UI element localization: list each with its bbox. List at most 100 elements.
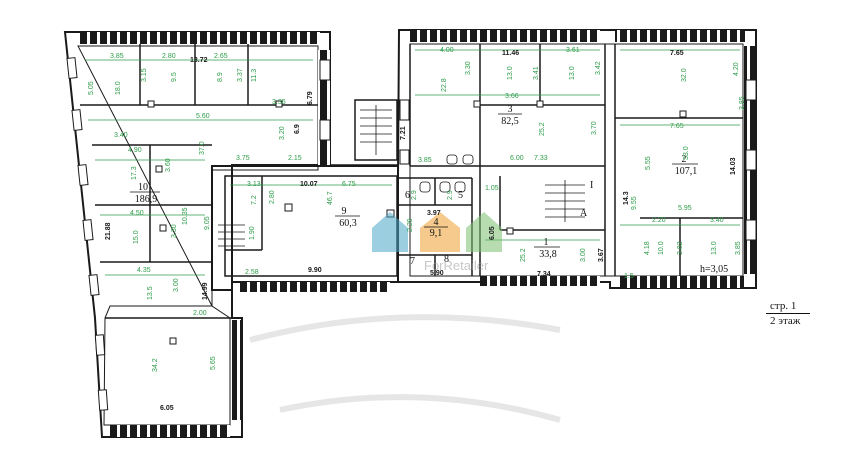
dimension-label: 7.65: [670, 50, 684, 57]
dimension-label: 13.72: [190, 57, 208, 64]
dimension-label: 3.85: [418, 157, 432, 164]
stair-marker-a: A: [580, 208, 588, 219]
dimension-label: 14.03: [730, 157, 737, 175]
dimension-label: 2.80: [162, 53, 176, 60]
dimension-label: 5.60: [196, 113, 210, 120]
dimension-label: 33.0: [683, 146, 690, 160]
faint-background-sketch: [249, 314, 561, 423]
dimension-label: 6.05: [489, 226, 496, 240]
watermark-text: ForRetailer: [424, 258, 489, 273]
dimension-label: 1.90: [249, 226, 256, 240]
dimension-label: 14.99: [202, 282, 209, 300]
dimension-label: 3.15: [141, 68, 148, 82]
dimension-label: 3.30: [465, 61, 472, 75]
dimension-label: 46.7: [327, 191, 334, 205]
dimension-label: 3.13: [247, 181, 261, 188]
dimension-label: 8.9: [217, 72, 224, 82]
dimension-label: 6.9: [294, 124, 301, 134]
dimension-label: 2.15: [288, 155, 302, 162]
dimension-label: 3.85: [739, 96, 746, 110]
dimension-label: 25.2: [539, 122, 546, 136]
dimension-label: 3.00: [580, 248, 587, 262]
dimension-label: 2.20: [652, 217, 666, 224]
dimension-label: 4.18: [644, 241, 651, 255]
room-3-area: 82,5: [501, 116, 519, 127]
dimension-label: 25.2: [520, 248, 527, 262]
dimension-label: 7.21: [400, 126, 407, 140]
dimension-label: 3.66: [505, 93, 519, 100]
room-2-number: 2: [682, 154, 687, 165]
dimension-label: 13.0: [711, 241, 718, 255]
dimension-label: 9.05: [204, 216, 211, 230]
dimension-label: 3.37: [237, 68, 244, 82]
dimension-label: 17.3: [131, 166, 138, 180]
sheet-number: стр. 1: [770, 300, 797, 312]
dimension-label: 3.41: [533, 66, 540, 80]
caption-divider: [766, 313, 810, 314]
dimension-label: 2.58: [245, 269, 259, 276]
dimension-label: 7.34: [537, 271, 551, 278]
dimension-label: 3.85: [735, 241, 742, 255]
room-9-number: 9: [342, 206, 347, 217]
dimension-label: 3.30: [171, 224, 178, 238]
dimension-label: 2.80: [269, 190, 276, 204]
dimension-label: 3.67: [598, 248, 605, 262]
dimension-label: 3.00: [173, 278, 180, 292]
wc-fixtures: [419, 154, 474, 193]
room-10-area: 186,9: [135, 194, 158, 205]
dimension-label: 9.90: [308, 267, 322, 274]
dimension-label: 2.29: [407, 218, 414, 232]
dimension-label: 4.00: [440, 47, 454, 54]
dimension-label: 10.35: [182, 207, 189, 225]
dimension-label: 37.0: [199, 141, 206, 155]
dimension-label: 2.9: [411, 190, 418, 200]
dimension-label: 2.65: [214, 53, 228, 60]
dimension-label: 3.75: [236, 155, 250, 162]
dimension-label: 3.60: [165, 158, 172, 172]
dimension-label: 6.05: [160, 405, 174, 412]
room-6-number: 6: [405, 190, 410, 201]
dimension-label: 6.00: [510, 155, 524, 162]
left-facade-windows: [66, 57, 757, 411]
dimension-label: 2.00: [193, 310, 207, 317]
dimension-label: 3.42: [595, 61, 602, 75]
dimension-label: 4.90: [128, 147, 142, 154]
dimension-label: 22.8: [441, 78, 448, 92]
dimension-label: 13.5: [147, 286, 154, 300]
dimension-label: 5.55: [645, 156, 652, 170]
dimension-label: 6.79: [307, 91, 314, 105]
dimension-label: 3.70: [591, 121, 598, 135]
dimension-label: 3.20: [279, 126, 286, 140]
dimension-label: 18.0: [115, 81, 122, 95]
dimension-label: 10.07: [300, 181, 318, 188]
room-8-number: 8: [444, 254, 449, 265]
dimension-label: 1.5: [624, 273, 634, 280]
dimension-label: 7.65: [670, 123, 684, 130]
dimension-label: 3.82: [677, 241, 684, 255]
dimension-label: 7.2: [251, 195, 258, 205]
room-5-number: 5: [458, 190, 463, 201]
room-3-number: 3: [508, 104, 513, 115]
dimension-label: 11.46: [502, 50, 519, 57]
dimension-label: 11.3: [251, 69, 258, 82]
dimension-label: 3.61: [566, 47, 580, 54]
room-1-number: 1: [544, 237, 549, 248]
room-7-number: 7: [410, 256, 415, 267]
dimension-label: 21.88: [105, 222, 112, 240]
dimension-label: 5.05: [88, 81, 95, 95]
watermark-logo: [372, 212, 502, 252]
floor-label: 2 этаж: [770, 315, 801, 327]
dimension-label: 3.85: [110, 53, 124, 60]
room-4-area: 9,1: [430, 228, 443, 239]
room-2-area: 107,1: [675, 166, 698, 177]
staircase-left: [218, 224, 245, 247]
room-labels: 10 186,9 9 60,3 3 82,5 2 107,1 1 33,8 4 …: [130, 104, 728, 275]
ceiling-height: h=3,05: [700, 264, 728, 275]
dimension-label: 6.75: [342, 181, 356, 188]
room-dimensions: 3.85 2.80 2.65 5.05 18.0 9.5 8.9 11.3 3.…: [88, 47, 746, 372]
dimension-label: 5.65: [210, 356, 217, 370]
dimension-label: 15.0: [133, 230, 140, 244]
dimension-label: 14.3: [623, 191, 630, 205]
dimension-label: 2.9: [447, 190, 454, 200]
